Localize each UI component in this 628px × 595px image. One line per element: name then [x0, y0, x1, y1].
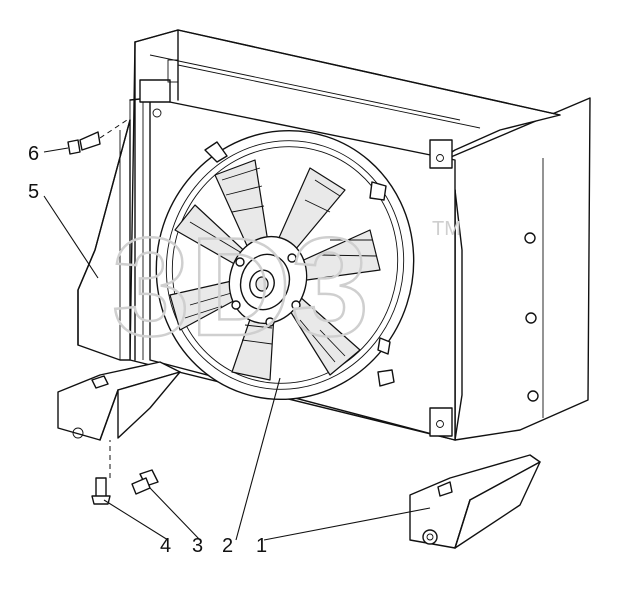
callouts: 1 2 3 4 5 6 — [28, 143, 267, 557]
right-side-bracket — [431, 97, 591, 441]
leader-5 — [43, 195, 99, 279]
leader-4 — [103, 499, 169, 541]
leader-2 — [235, 377, 281, 541]
callout-2: 2 — [222, 535, 233, 557]
callout-1: 1 — [256, 535, 267, 557]
watermark-trademark: TM — [432, 218, 461, 240]
leader-1 — [263, 507, 431, 541]
left-foot-bracket — [57, 361, 181, 441]
leader-lines — [43, 147, 431, 541]
left-side-bracket — [77, 119, 131, 361]
callout-4: 4 — [160, 535, 171, 557]
watermark-text: 3D3 — [112, 208, 369, 365]
leader-3 — [149, 487, 201, 541]
bolt-3 — [131, 469, 159, 495]
bolt-6 — [67, 117, 131, 155]
leader-6 — [43, 147, 69, 153]
bolt-4 — [91, 440, 111, 505]
right-foot-bracket — [409, 454, 541, 549]
callout-3: 3 — [192, 535, 203, 557]
fan-motor-hub — [228, 235, 308, 327]
callout-6: 6 — [28, 143, 39, 165]
watermark: 3D3 TM — [111, 207, 461, 367]
callout-5: 5 — [28, 181, 39, 203]
